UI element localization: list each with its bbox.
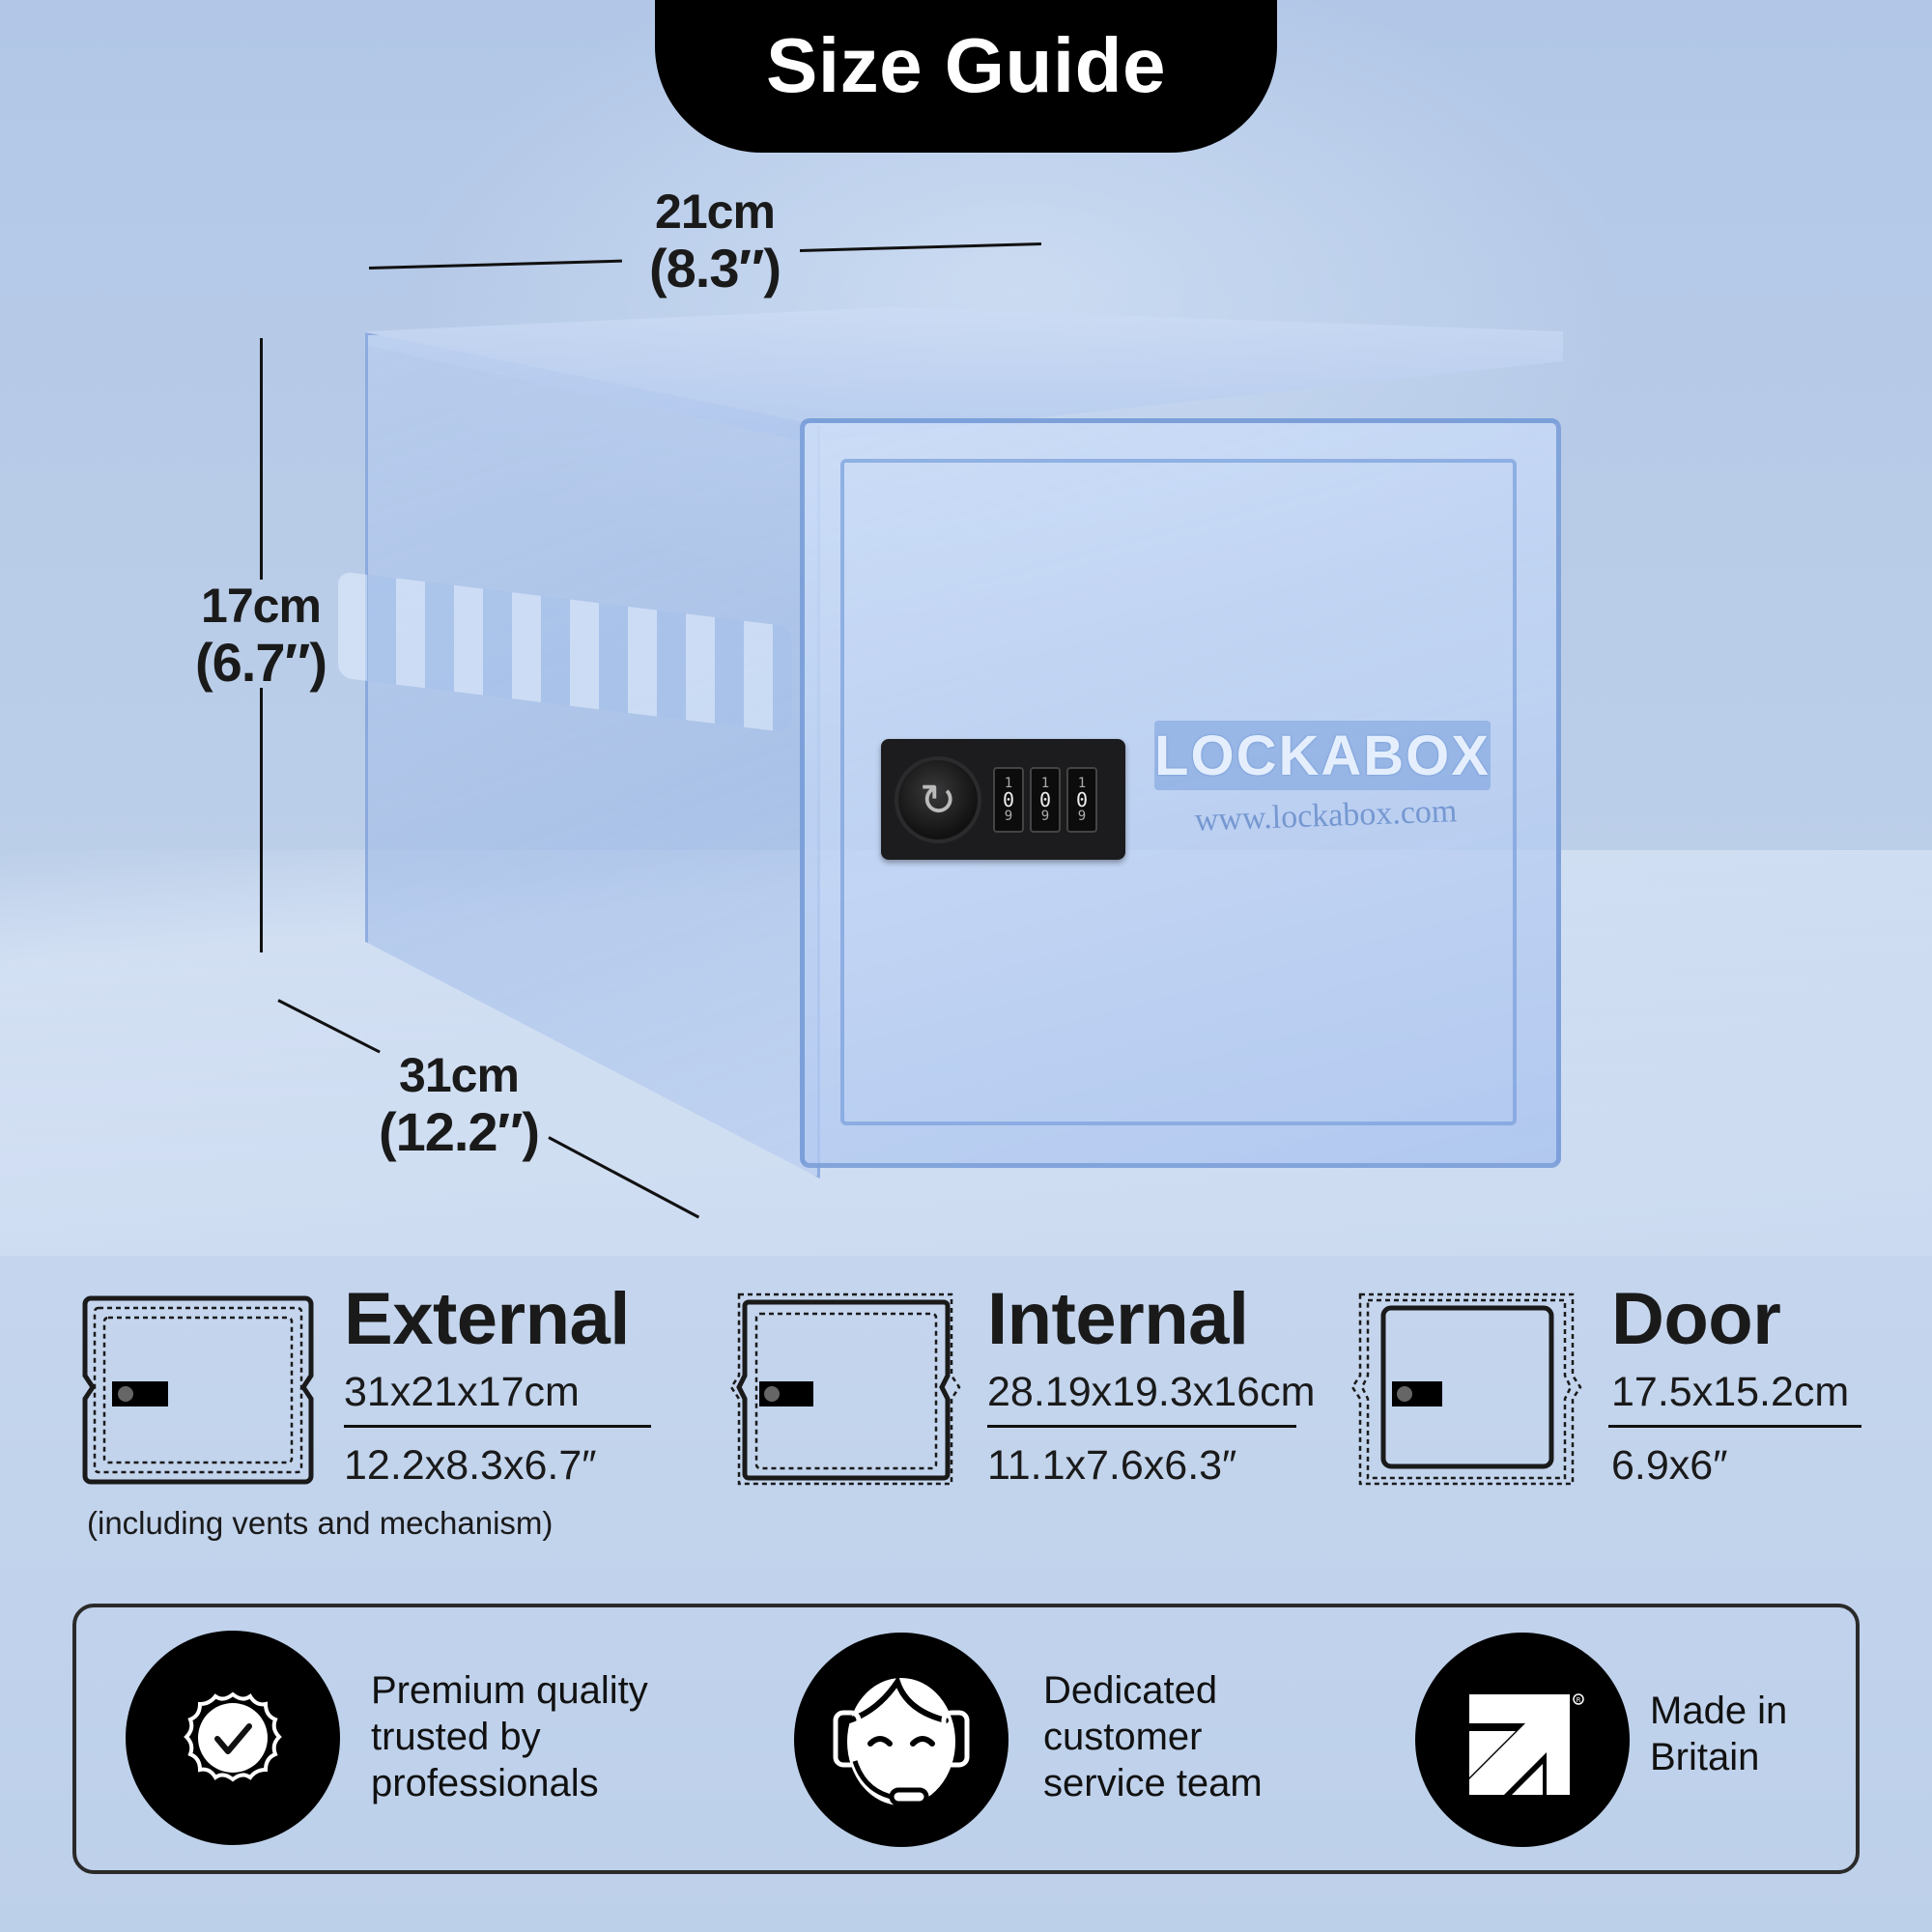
spec-divider [987, 1425, 1296, 1428]
width-dimension-label: 21cm (8.3″) [618, 185, 811, 298]
width-cm: 21cm [655, 185, 776, 239]
spec-inches: 12.2x8.3x6.7″ [344, 1442, 597, 1489]
feature-customer-service [794, 1633, 1009, 1847]
depth-cm: 31cm [399, 1048, 520, 1102]
width-dimension-line-left [368, 259, 622, 270]
customer-service-headset-icon [833, 1675, 970, 1806]
height-dimension-line-bottom [260, 688, 263, 952]
lock-knob-icon: ↻ [895, 755, 981, 843]
width-dimension-line-right [799, 242, 1041, 252]
depth-dimension-label: 31cm (12.2″) [357, 1049, 560, 1162]
feature-quality-text: Premium quality trusted by professionals [371, 1669, 648, 1804]
spec-note: (including vents and mechanism) [87, 1505, 554, 1541]
box-door [840, 459, 1517, 1125]
height-cm: 17cm [201, 579, 322, 633]
spec-divider [1608, 1425, 1861, 1428]
spec-cm: 31x21x17cm [344, 1369, 580, 1415]
spec-title: Door [1611, 1278, 1781, 1360]
spec-inches: 6.9x6″ [1611, 1442, 1728, 1489]
height-dimension-label: 17cm (6.7″) [155, 580, 367, 693]
feature-made-in-britain-text: Made in Britain [1650, 1690, 1788, 1778]
feature-made-in-britain: R [1415, 1633, 1630, 1847]
spec-cm: 17.5x15.2cm [1611, 1369, 1850, 1415]
box-front-panel [800, 418, 1561, 1168]
depth-inches: (12.2″) [378, 1101, 540, 1162]
width-inches: (8.3″) [649, 238, 781, 298]
spec-title: External [344, 1278, 630, 1360]
feature-quality-badge [126, 1631, 340, 1845]
quality-badge-check-icon [184, 1691, 282, 1782]
size-guide-header: Size Guide [655, 0, 1277, 153]
spec-title: Internal [987, 1278, 1249, 1360]
spec-inches: 11.1x7.6x6.3″ [987, 1442, 1237, 1489]
height-inches: (6.7″) [195, 632, 327, 693]
made-in-britain-logo-icon: R [1469, 1693, 1584, 1795]
height-dimension-line-top [260, 338, 263, 580]
page-title: Size Guide [766, 22, 1166, 108]
svg-text:R: R [1577, 1696, 1581, 1704]
feature-customer-service-text: Dedicated customer service team [1043, 1669, 1263, 1804]
spec-cm: 28.19x19.3x16cm [987, 1369, 1316, 1415]
door-outline-icon [1350, 1293, 1582, 1486]
spec-divider [344, 1425, 651, 1428]
features-panel [72, 1604, 1860, 1874]
lockabox-logo: LOCKABOX [1154, 721, 1491, 790]
external-box-outline-icon [82, 1295, 314, 1485]
internal-box-outline-icon [729, 1293, 961, 1486]
